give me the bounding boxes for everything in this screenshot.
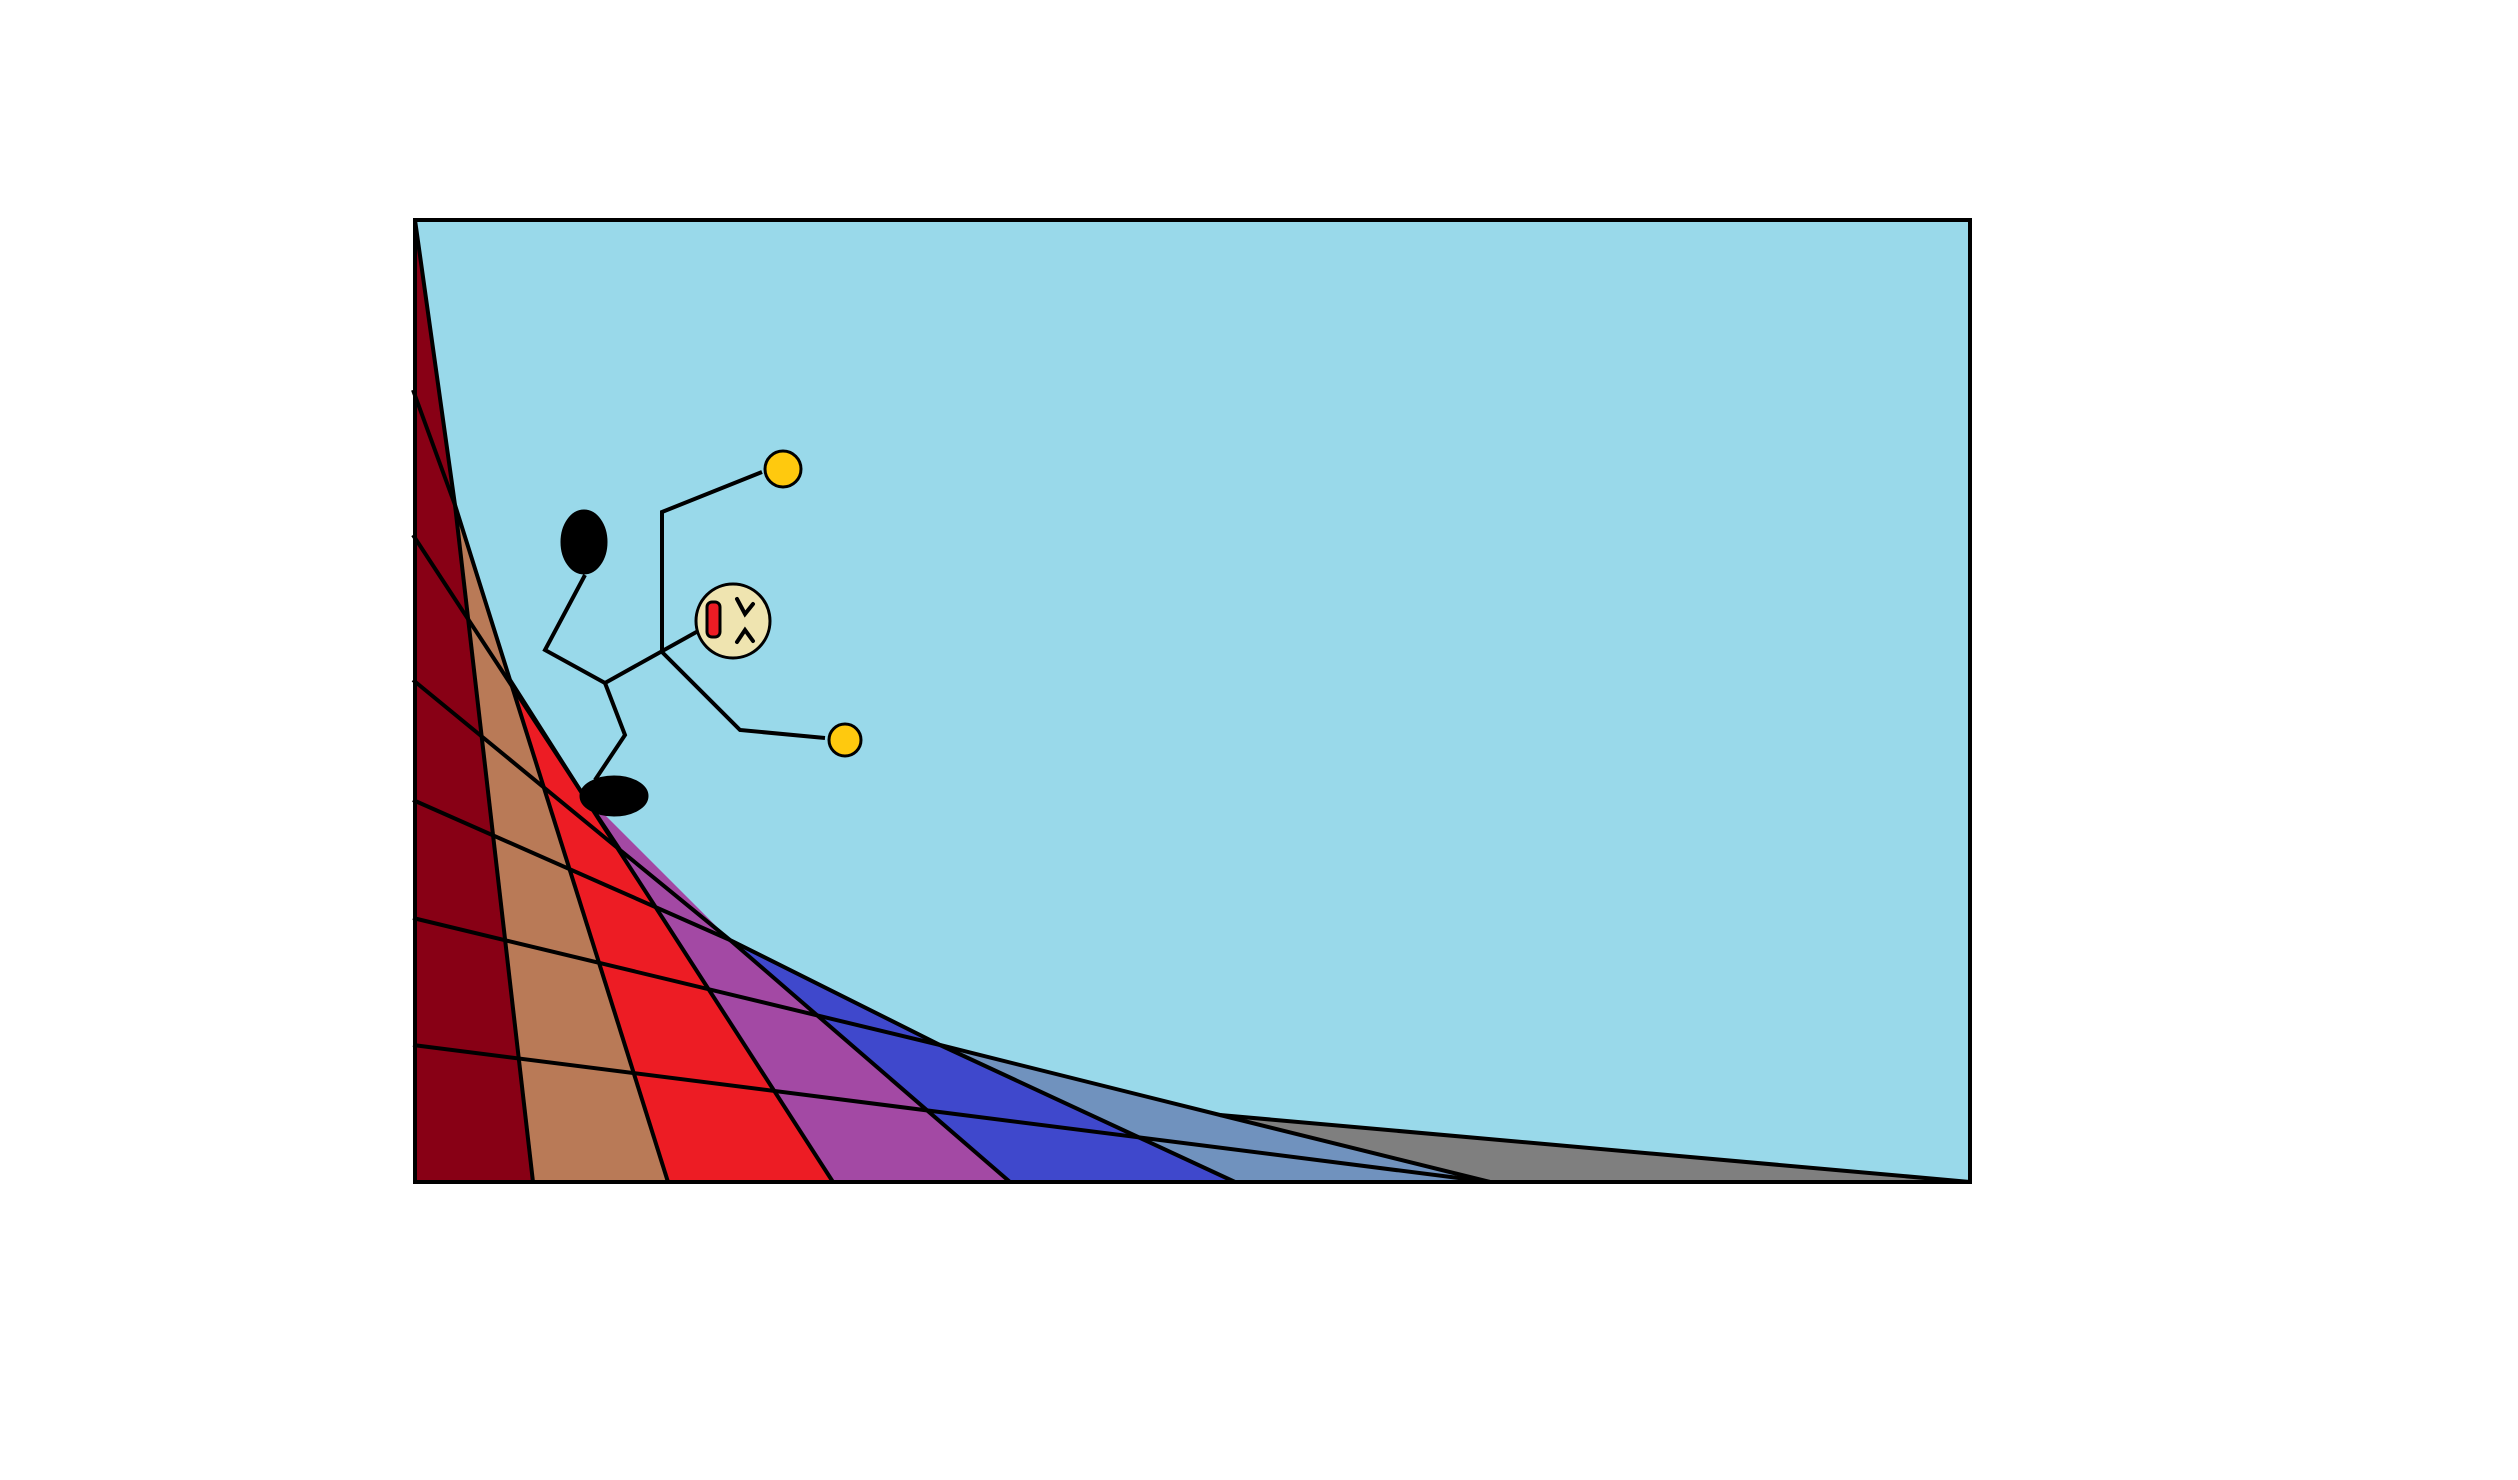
left-shoe: [560, 509, 608, 575]
ramp-radial-line: [578, 788, 835, 1184]
drawing-frame: [411, 218, 1972, 1184]
left-leg: [542, 574, 606, 685]
ramp-cross-line: [411, 678, 622, 852]
right-hand: [827, 722, 863, 758]
limbs: [542, 470, 826, 782]
brown-strip: [455, 505, 668, 1182]
steel-blue-strip: [940, 1045, 1490, 1182]
purple-strip: [580, 790, 1010, 1182]
ramp: [411, 219, 1971, 1184]
stick-figure-skater: [542, 449, 863, 817]
angry-eyes: [735, 597, 755, 644]
ramp-radial-line: [728, 938, 1012, 1184]
ramp-cross-line: [412, 1043, 1491, 1184]
ramp-radial-line: [1219, 1113, 1491, 1184]
right-leg: [593, 682, 628, 782]
lower-eye: [735, 626, 755, 644]
ramp-radial-line: [508, 679, 670, 1183]
ramp-cross-line: [412, 916, 941, 1047]
right-shoe: [579, 775, 649, 817]
head: [694, 582, 772, 660]
ramp-radial-line: [939, 1043, 1236, 1184]
upper-eye: [735, 597, 755, 618]
mouth: [705, 600, 722, 639]
blue-strip: [730, 940, 1235, 1182]
right-arm: [660, 650, 826, 740]
red-strip: [510, 680, 833, 1182]
ramp-grid-lines: [411, 220, 1491, 1184]
left-arm: [660, 470, 763, 652]
ramp-cross-line: [411, 533, 582, 792]
ramp-cross-line: [412, 798, 731, 942]
left-hand: [763, 449, 803, 489]
frame-border: [413, 218, 1972, 1184]
torso: [604, 628, 701, 685]
ramp-cross-line: [411, 389, 457, 506]
